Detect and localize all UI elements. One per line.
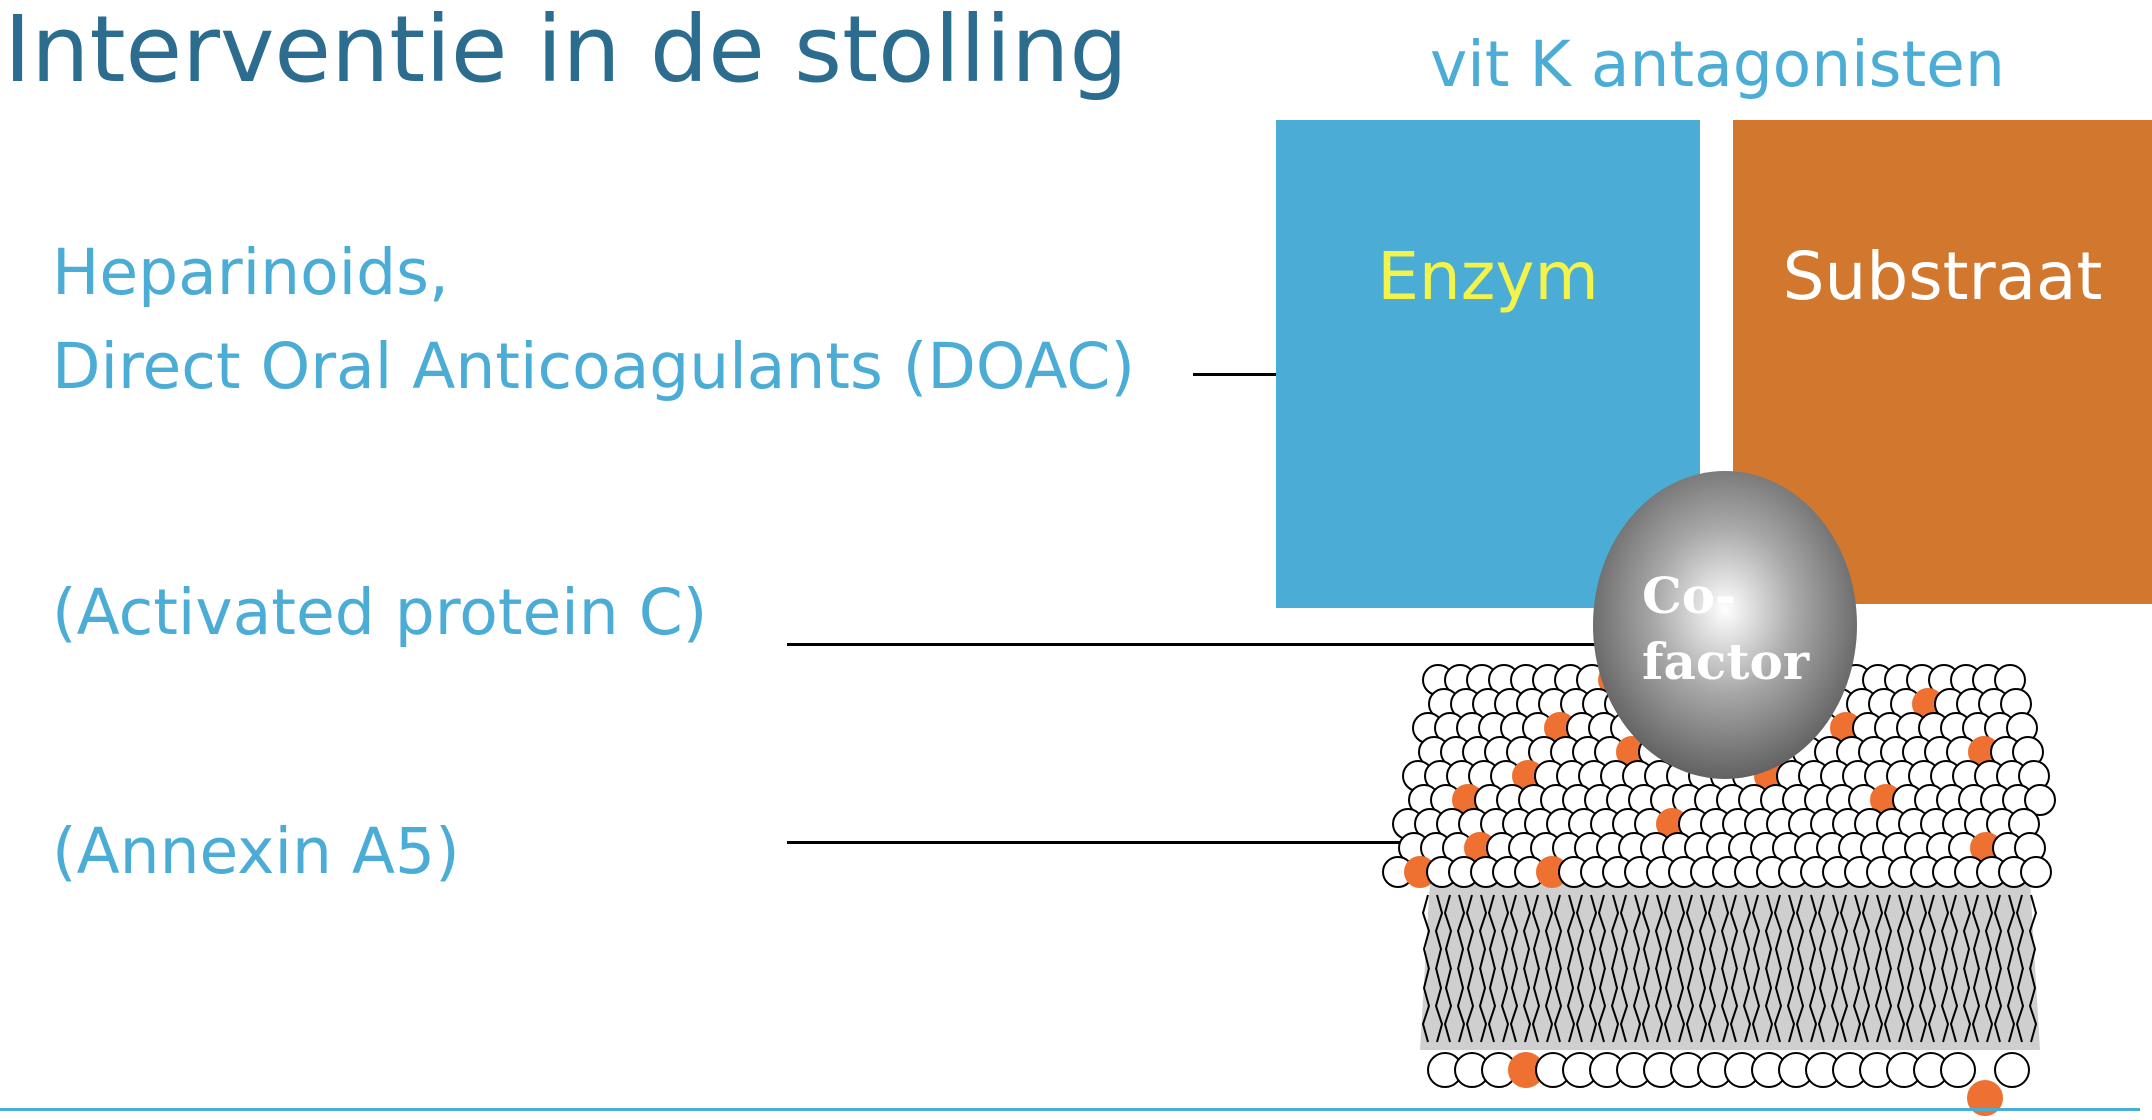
page-title: Interventie in de stolling <box>4 0 1128 103</box>
enzyme-label: Enzym <box>1377 238 1599 315</box>
bottom-rule <box>0 1108 2140 1111</box>
substrate-label: Substraat <box>1782 238 2103 315</box>
activated-protein-c-label: (Activated protein C) <box>52 576 708 649</box>
heparin-connector-line <box>1193 373 1276 376</box>
heparinoids-label: Heparinoids, <box>52 236 449 309</box>
annexin-connector-line <box>787 841 1402 844</box>
cofactor-sphere-icon <box>1593 471 1857 779</box>
enzyme-box: Enzym <box>1276 120 1700 608</box>
cofactor-label-line2: factor <box>1642 632 1810 691</box>
cofactor-label-line1: Co- <box>1642 566 1736 625</box>
apc-connector-line <box>787 643 1597 646</box>
doac-label: Direct Oral Anticoagulants (DOAC) <box>52 330 1135 403</box>
vitamin-k-antagonists-label: vit K antagonisten <box>1430 28 2005 101</box>
annexin-a5-label: (Annexin A5) <box>52 815 460 888</box>
